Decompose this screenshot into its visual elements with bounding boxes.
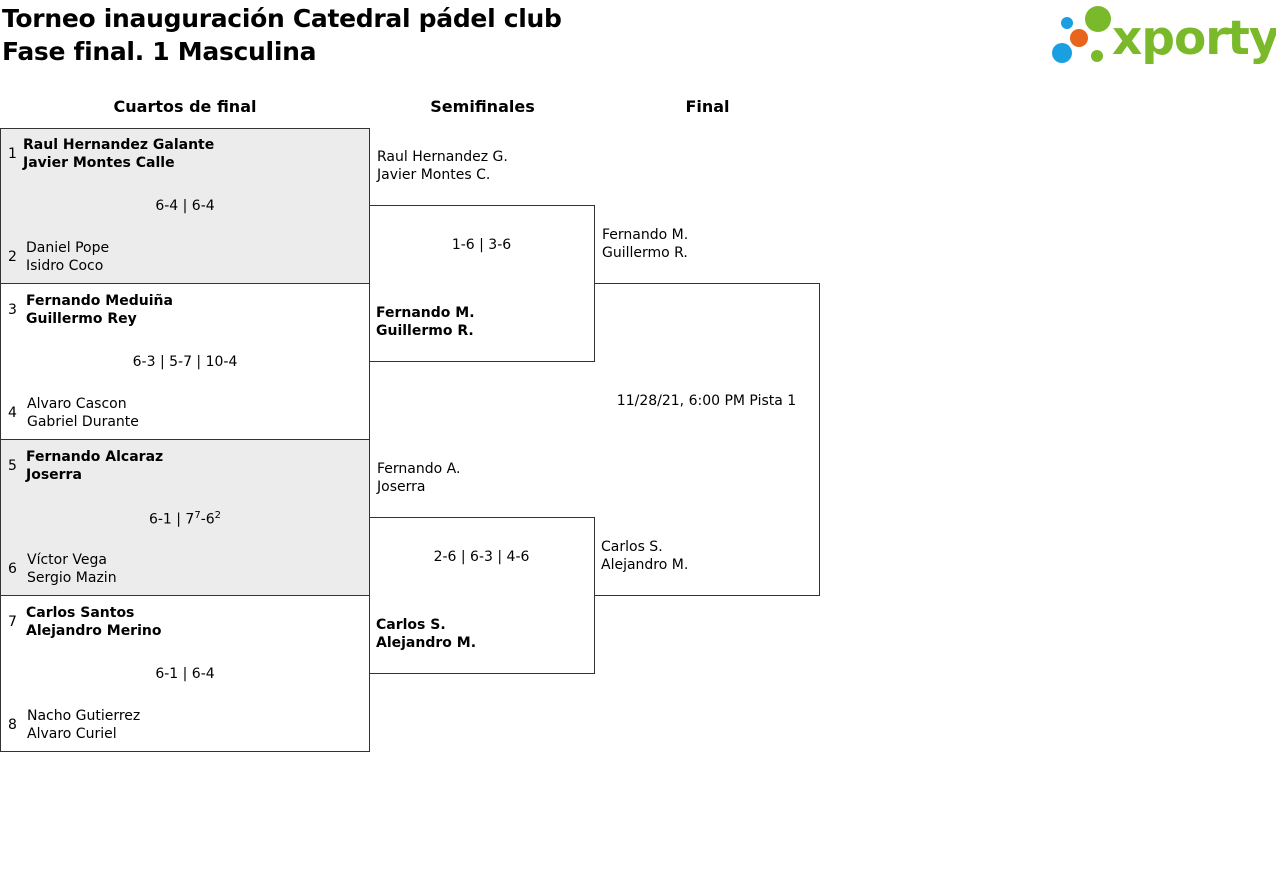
logo-dot-green-small bbox=[1091, 50, 1103, 62]
tiebreak-score: 2 bbox=[214, 510, 222, 521]
player-name: Guillermo Rey bbox=[26, 311, 137, 327]
semifinal-match-1[interactable]: 1-6 | 3-6 Fernando M. Guillermo R. bbox=[369, 205, 595, 362]
player-name: Alvaro Curiel bbox=[27, 726, 117, 742]
player-name: Alejandro M. bbox=[601, 557, 689, 573]
team-loser: Daniel Pope Isidro Coco bbox=[26, 239, 109, 275]
team-winner: Raul Hernandez Galante Javier Montes Cal… bbox=[23, 136, 214, 172]
player-name: Gabriel Durante bbox=[27, 414, 139, 430]
player-name: Raul Hernandez G. bbox=[377, 149, 508, 165]
player-name: Raul Hernandez Galante bbox=[23, 137, 215, 153]
player-name: Guillermo R. bbox=[376, 323, 474, 339]
player-name: Alejandro M. bbox=[376, 635, 477, 651]
round-title-final: Final bbox=[685, 97, 730, 116]
score-text: 6-1 | 7 bbox=[148, 511, 195, 528]
logo-dot-green bbox=[1085, 6, 1111, 32]
player-name: Nacho Gutierrez bbox=[27, 708, 141, 724]
semifinal-2-team-b: Carlos S. Alejandro M. bbox=[376, 616, 476, 652]
seed-number: 4 bbox=[8, 405, 17, 421]
round-title-quarterfinals: Cuartos de final bbox=[113, 97, 257, 116]
quarterfinal-match-1[interactable]: 1 Raul Hernandez Galante Javier Montes C… bbox=[0, 128, 370, 284]
semifinal-1-team-b: Fernando M. Guillermo R. bbox=[376, 304, 475, 340]
round-title-semifinals: Semifinales bbox=[430, 97, 535, 116]
score-text: -6 bbox=[200, 511, 215, 528]
title-line-1: Torneo inauguración Catedral pádel club bbox=[2, 4, 562, 33]
team-winner: Fernando Meduiña Guillermo Rey bbox=[26, 292, 173, 328]
player-name: Carlos S. bbox=[601, 539, 663, 555]
player-name: Joserra bbox=[26, 467, 82, 483]
player-name: Fernando A. bbox=[377, 461, 461, 477]
player-name: Fernando Meduiña bbox=[26, 293, 173, 309]
seed-number: 6 bbox=[8, 561, 17, 577]
team-loser: Nacho Gutierrez Alvaro Curiel bbox=[27, 707, 140, 743]
player-name: Carlos Santos bbox=[26, 605, 135, 621]
xporty-logo: xporty bbox=[1052, 6, 1276, 66]
player-name: Alejandro Merino bbox=[26, 623, 162, 639]
player-name: Fernando M. bbox=[376, 305, 475, 321]
final-team-a: Fernando M. Guillermo R. bbox=[602, 226, 688, 262]
player-name: Daniel Pope bbox=[26, 240, 110, 256]
player-name: Isidro Coco bbox=[26, 258, 104, 274]
logo-text: xporty bbox=[1112, 11, 1276, 66]
semifinal-match-2[interactable]: 2-6 | 6-3 | 4-6 Carlos S. Alejandro M. bbox=[369, 517, 595, 674]
seed-number: 7 bbox=[8, 614, 17, 630]
seed-number: 5 bbox=[8, 458, 17, 474]
player-name: Javier Montes Calle bbox=[23, 155, 175, 171]
team-loser: Víctor Vega Sergio Mazin bbox=[27, 551, 117, 587]
player-name: Carlos S. bbox=[376, 617, 446, 633]
player-name: Sergio Mazin bbox=[27, 570, 117, 586]
match-score: 6-3 | 5-7 | 10-4 bbox=[132, 354, 238, 370]
match-score: 6-1 | 6-4 bbox=[155, 666, 215, 682]
match-score: 2-6 | 6-3 | 4-6 bbox=[433, 549, 530, 565]
player-name: Fernando Alcaraz bbox=[26, 449, 164, 465]
seed-number: 8 bbox=[8, 717, 17, 733]
match-score: 6-1 | 77-62 bbox=[1, 510, 369, 528]
semifinal-2-team-a: Fernando A. Joserra bbox=[377, 460, 460, 496]
tournament-title: Torneo inauguración Catedral pádel club … bbox=[2, 2, 562, 68]
logo-dot-blue bbox=[1052, 43, 1072, 63]
final-match[interactable]: 11/28/21, 6:00 PM Pista 1 Carlos S. Alej… bbox=[594, 283, 820, 596]
quarterfinal-match-2[interactable]: 3 Fernando Meduiña Guillermo Rey 6-3 | 5… bbox=[0, 283, 370, 440]
seed-number: 2 bbox=[8, 249, 17, 265]
player-name: Víctor Vega bbox=[27, 552, 107, 568]
team-loser: Alvaro Cascon Gabriel Durante bbox=[27, 395, 139, 431]
player-name: Fernando M. bbox=[602, 227, 689, 243]
player-name: Alvaro Cascon bbox=[27, 396, 127, 412]
player-name: Javier Montes C. bbox=[377, 167, 491, 183]
semifinal-1-team-a: Raul Hernandez G. Javier Montes C. bbox=[377, 148, 508, 184]
match-score: 6-4 | 6-4 bbox=[155, 198, 215, 214]
player-name: Joserra bbox=[377, 479, 426, 495]
title-line-2: Fase final. 1 Masculina bbox=[2, 37, 317, 66]
quarterfinal-match-4[interactable]: 7 Carlos Santos Alejandro Merino 6-1 | 6… bbox=[0, 595, 370, 752]
final-team-b: Carlos S. Alejandro M. bbox=[601, 538, 688, 574]
match-score: 1-6 | 3-6 bbox=[451, 237, 512, 253]
logo-dot-orange bbox=[1070, 29, 1088, 47]
logo-dot-blue-small bbox=[1061, 17, 1073, 29]
seed-number: 1 bbox=[8, 146, 17, 162]
tiebreak-score: 7 bbox=[194, 510, 201, 521]
team-winner: Fernando Alcaraz Joserra bbox=[26, 448, 163, 484]
team-winner: Carlos Santos Alejandro Merino bbox=[26, 604, 161, 640]
player-name: Guillermo R. bbox=[602, 245, 688, 261]
match-schedule: 11/28/21, 6:00 PM Pista 1 bbox=[616, 393, 797, 409]
seed-number: 3 bbox=[8, 302, 17, 318]
quarterfinal-match-3[interactable]: 5 Fernando Alcaraz Joserra 6-1 | 77-62 6… bbox=[0, 439, 370, 596]
